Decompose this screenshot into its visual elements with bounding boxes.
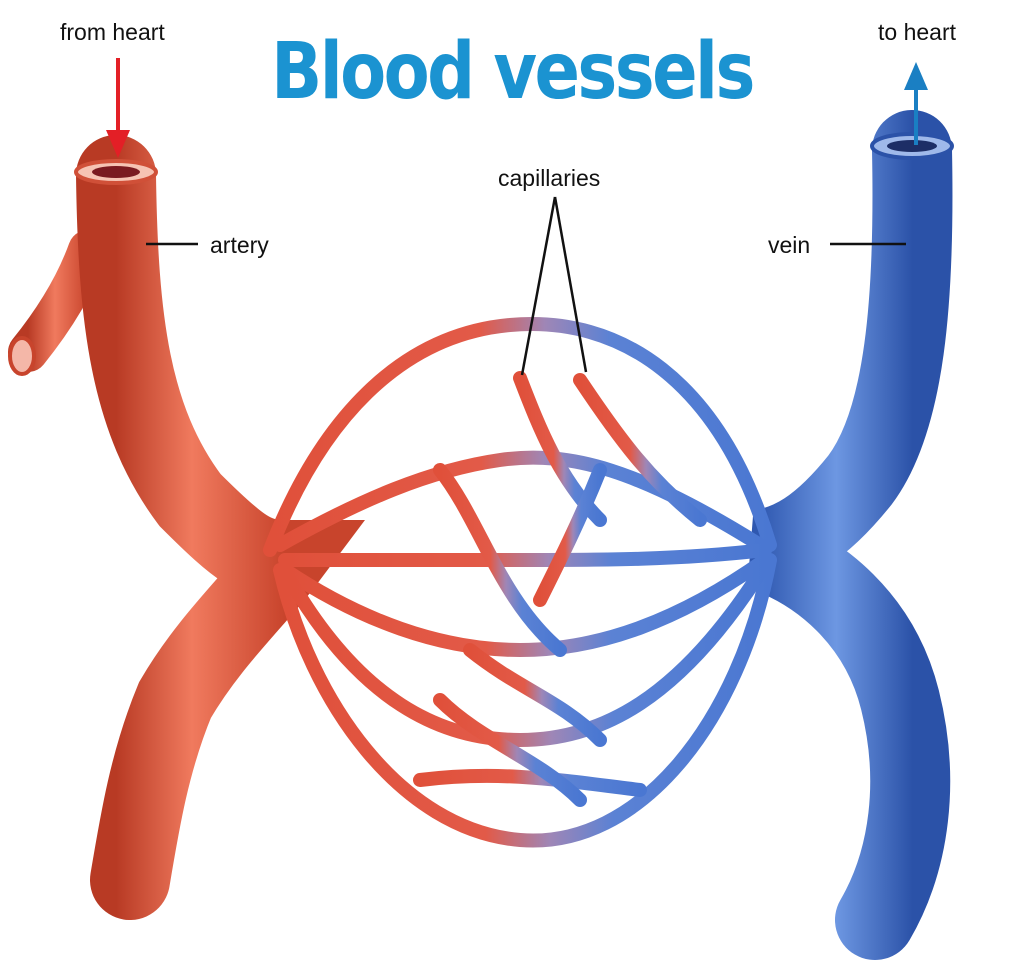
artery-branch-opening bbox=[8, 336, 36, 376]
capillaries-leader-line-right bbox=[553, 196, 588, 373]
label-vein: vein bbox=[768, 232, 811, 258]
arrow-to-heart bbox=[904, 62, 928, 145]
artery-vessel bbox=[8, 135, 366, 920]
label-capillaries: capillaries bbox=[498, 165, 601, 191]
label-artery: artery bbox=[210, 232, 269, 258]
label-from-heart: from heart bbox=[60, 19, 165, 45]
leader-lines bbox=[146, 196, 906, 376]
label-to-heart: to heart bbox=[878, 19, 956, 45]
capillary-network bbox=[263, 317, 777, 848]
arrow-from-heart bbox=[106, 58, 130, 158]
capillaries-leader-line-left bbox=[520, 196, 557, 376]
page-title: Blood vessels bbox=[271, 27, 755, 117]
